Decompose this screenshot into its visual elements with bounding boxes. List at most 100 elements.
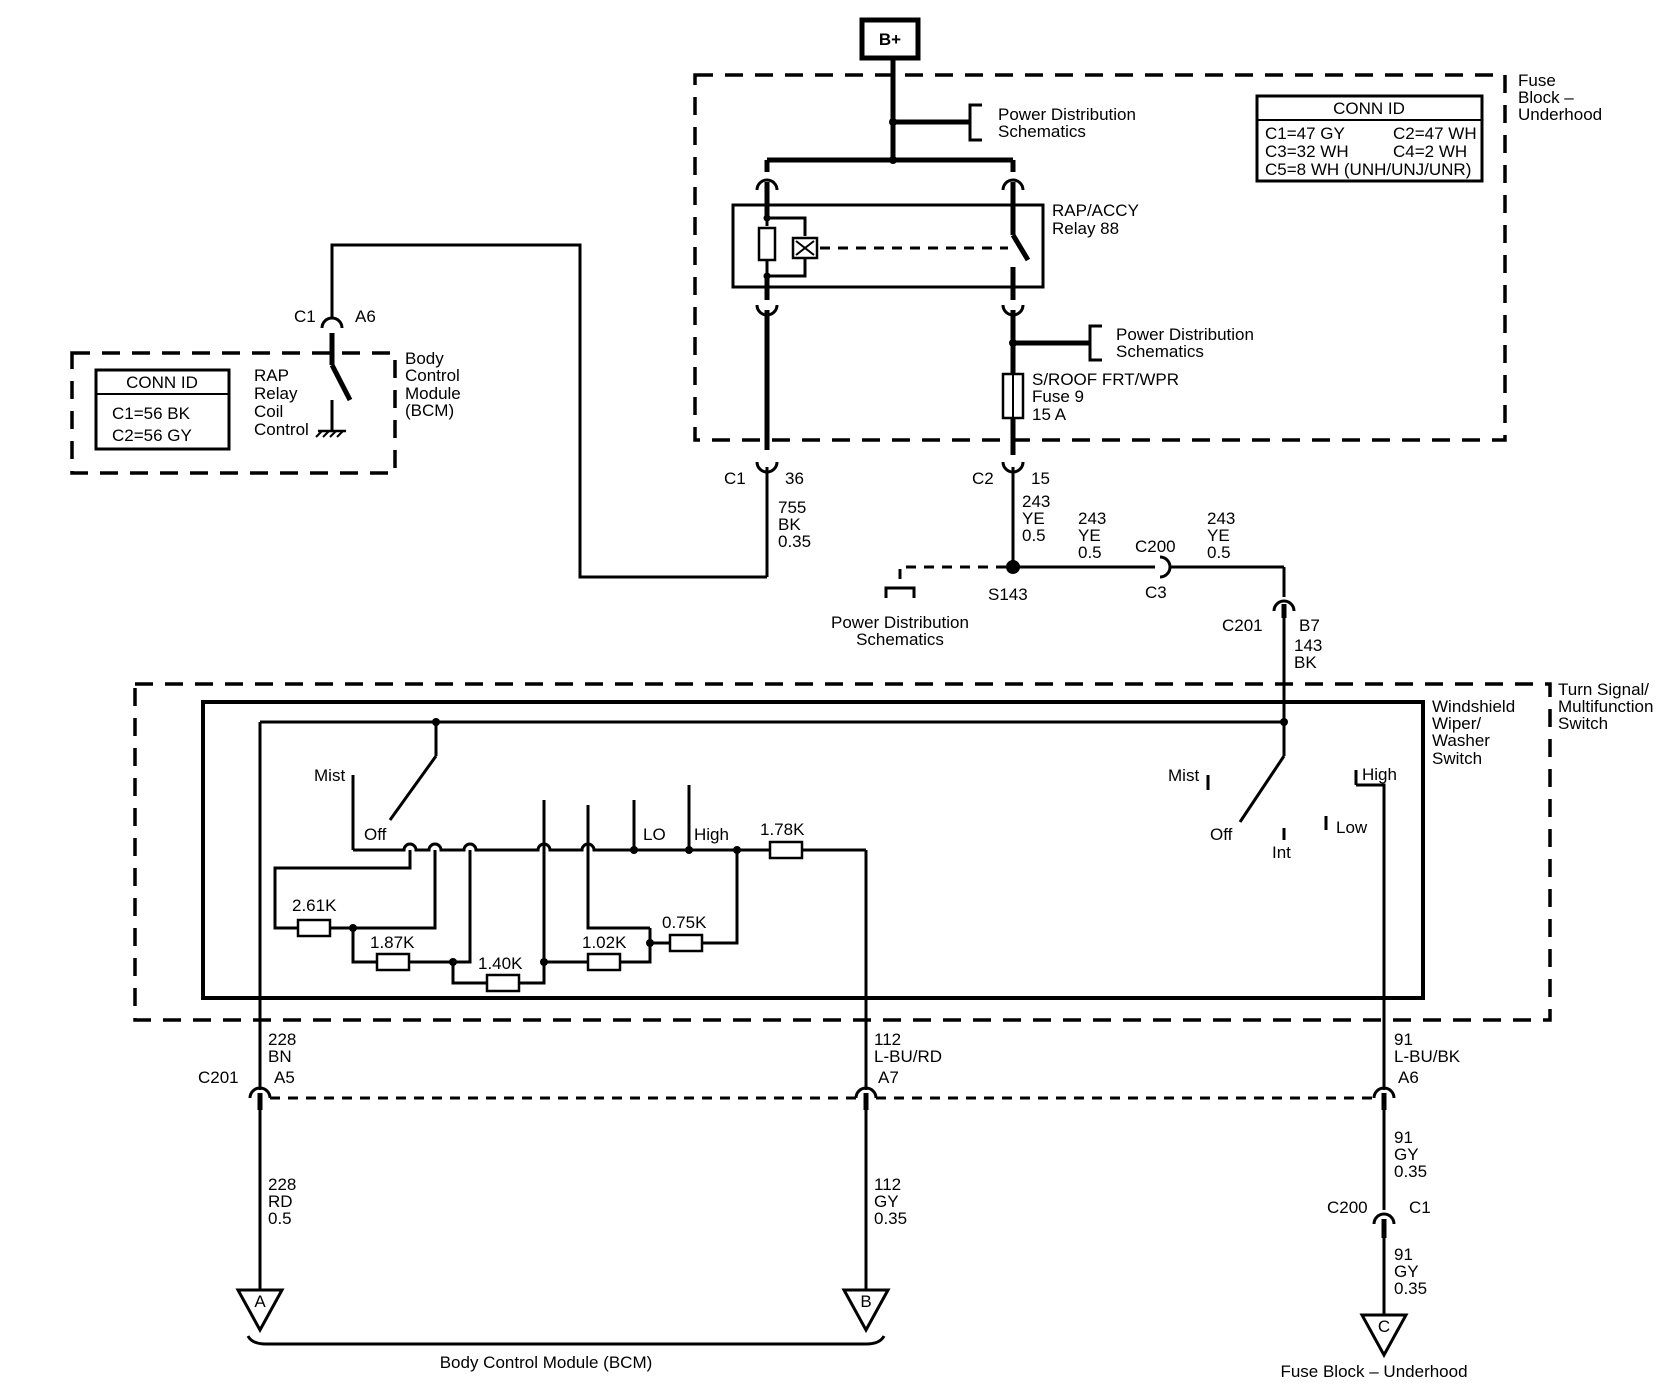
fuse-9 bbox=[1001, 372, 1025, 420]
svg-text:A6: A6 bbox=[355, 307, 376, 326]
left-high-label: High bbox=[694, 825, 729, 844]
resistor-1.87k bbox=[375, 952, 411, 972]
terminal-a: A bbox=[235, 1288, 285, 1334]
svg-text:228: 228 bbox=[268, 1175, 296, 1194]
wiper-switch-title: Windshield Wiper/ Washer Switch bbox=[1432, 697, 1515, 768]
svg-text:A5: A5 bbox=[274, 1068, 295, 1087]
fuse-block-title: Fuse Block – Underhood bbox=[1518, 71, 1602, 124]
rap-accy-relay bbox=[731, 203, 1045, 300]
svg-text:CONN ID: CONN ID bbox=[126, 373, 198, 392]
svg-text:Relay 88: Relay 88 bbox=[1052, 219, 1119, 238]
wire-243-label-b: 243 YE 0.5 bbox=[1078, 509, 1106, 562]
fuse-block-c2-connector: C2 15 bbox=[972, 461, 1050, 488]
c201-bottom-connector: C201 A5 A7 A6 bbox=[198, 1068, 1419, 1100]
svg-text:RD: RD bbox=[268, 1192, 293, 1211]
fuse-block-c1-connector: C1 36 bbox=[724, 461, 804, 488]
svg-text:CONN ID: CONN ID bbox=[1333, 99, 1405, 118]
svg-text:Power Distribution: Power Distribution bbox=[831, 613, 969, 632]
fuse-block-bottom-label: Fuse Block – Underhood bbox=[1280, 1362, 1467, 1381]
svg-text:BN: BN bbox=[268, 1047, 292, 1066]
svg-text:C1: C1 bbox=[294, 307, 316, 326]
wire-228-label-lower: 228 RD 0.5 bbox=[268, 1175, 296, 1228]
right-off-label: Off bbox=[1210, 825, 1233, 844]
svg-text:GY: GY bbox=[1394, 1262, 1419, 1281]
svg-text:C3=32 WH: C3=32 WH bbox=[1265, 142, 1349, 161]
svg-text:Underhood: Underhood bbox=[1518, 105, 1602, 124]
svg-text:112: 112 bbox=[874, 1175, 901, 1194]
svg-text:15: 15 bbox=[1031, 469, 1050, 488]
svg-text:Turn Signal/: Turn Signal/ bbox=[1558, 680, 1649, 699]
svg-text:C1=47 GY: C1=47 GY bbox=[1265, 124, 1345, 143]
battery-label: B+ bbox=[879, 30, 901, 49]
bcm-title: Body Control Module (BCM) bbox=[405, 349, 461, 420]
left-off-label: Off bbox=[364, 825, 387, 844]
svg-text:Schematics: Schematics bbox=[856, 630, 944, 649]
svg-text:L-BU/RD: L-BU/RD bbox=[874, 1047, 942, 1066]
c201-top-connector: C201 B7 bbox=[1222, 599, 1320, 635]
svg-text:C201: C201 bbox=[198, 1068, 239, 1087]
svg-text:RAP/ACCY: RAP/ACCY bbox=[1052, 201, 1139, 220]
svg-text:36: 36 bbox=[785, 469, 804, 488]
svg-text:L-BU/BK: L-BU/BK bbox=[1394, 1047, 1461, 1066]
svg-text:S/ROOF FRT/WPR: S/ROOF FRT/WPR bbox=[1032, 370, 1179, 389]
resistor-0.75k bbox=[668, 933, 704, 953]
c200-top-connector: C200 C3 bbox=[1135, 537, 1176, 602]
wire-91-label-lower: 91 GY 0.35 bbox=[1394, 1245, 1427, 1298]
svg-text:Control: Control bbox=[405, 366, 460, 385]
svg-text:Control: Control bbox=[254, 420, 309, 439]
wire-243-label-c: 243 YE 0.5 bbox=[1207, 509, 1235, 562]
svg-text:A6: A6 bbox=[1398, 1068, 1419, 1087]
svg-text:Module: Module bbox=[405, 384, 461, 403]
svg-text:B7: B7 bbox=[1299, 616, 1320, 635]
svg-text:143: 143 bbox=[1294, 636, 1322, 655]
wire-91-label-middle: 91 GY 0.35 bbox=[1394, 1128, 1427, 1181]
wire-112-label-lower: 112 GY 0.35 bbox=[874, 1175, 907, 1228]
svg-text:Schematics: Schematics bbox=[998, 122, 1086, 141]
ground-icon bbox=[315, 429, 346, 438]
svg-text:112: 112 bbox=[874, 1030, 901, 1049]
wire-143-label: 143 BK bbox=[1294, 636, 1322, 672]
svg-text:YE: YE bbox=[1207, 526, 1230, 545]
svg-text:YE: YE bbox=[1078, 526, 1101, 545]
svg-text:C5=8 WH (UNH/UNJ/UNR): C5=8 WH (UNH/UNJ/UNR) bbox=[1265, 160, 1471, 179]
relay-label: RAP/ACCY Relay 88 bbox=[1052, 201, 1139, 238]
svg-text:0.5: 0.5 bbox=[1078, 543, 1102, 562]
svg-text:0.35: 0.35 bbox=[874, 1209, 907, 1228]
svg-text:Switch: Switch bbox=[1432, 749, 1482, 768]
svg-text:S143: S143 bbox=[988, 585, 1028, 604]
resistor-label-0.75k: 0.75K bbox=[662, 913, 707, 932]
svg-text:0.35: 0.35 bbox=[778, 532, 811, 551]
svg-text:243: 243 bbox=[1207, 509, 1235, 528]
wire-91-label-upper: 91 L-BU/BK bbox=[1394, 1030, 1461, 1066]
svg-text:91: 91 bbox=[1394, 1030, 1413, 1049]
resistor-label-2.61k: 2.61K bbox=[292, 896, 337, 915]
left-mist-label: Mist bbox=[314, 766, 345, 785]
svg-text:Switch: Switch bbox=[1558, 714, 1608, 733]
svg-text:228: 228 bbox=[268, 1030, 296, 1049]
resistor-2.61k bbox=[296, 918, 332, 938]
svg-text:Washer: Washer bbox=[1432, 731, 1490, 750]
resistor-label-1.78k: 1.78K bbox=[760, 820, 805, 839]
wiper-washer-switch-body bbox=[201, 700, 1425, 1000]
svg-text:C1=56 BK: C1=56 BK bbox=[112, 404, 191, 423]
svg-text:C2=56 GY: C2=56 GY bbox=[112, 426, 192, 445]
power-distribution-ref-top: Power Distribution Schematics bbox=[998, 105, 1136, 141]
svg-text:GY: GY bbox=[1394, 1145, 1419, 1164]
svg-text:YE: YE bbox=[1022, 509, 1045, 528]
svg-text:Schematics: Schematics bbox=[1116, 342, 1204, 361]
terminal-c: C bbox=[1359, 1313, 1409, 1359]
svg-text:C3: C3 bbox=[1145, 583, 1167, 602]
bcm-conn-id-table: CONN ID C1=56 BK C2=56 GY bbox=[94, 368, 231, 451]
svg-text:C1: C1 bbox=[1409, 1198, 1431, 1217]
svg-text:Power Distribution: Power Distribution bbox=[998, 105, 1136, 124]
lo-label: LO bbox=[643, 825, 666, 844]
svg-text:C1: C1 bbox=[724, 469, 746, 488]
svg-text:BK: BK bbox=[778, 515, 801, 534]
bcm-bottom-label: Body Control Module (BCM) bbox=[440, 1353, 653, 1372]
svg-text:C: C bbox=[1378, 1317, 1390, 1336]
resistor-1.78k bbox=[768, 840, 804, 860]
svg-text:91: 91 bbox=[1394, 1128, 1413, 1147]
svg-text:Body: Body bbox=[405, 349, 444, 368]
svg-text:Block –: Block – bbox=[1518, 88, 1574, 107]
